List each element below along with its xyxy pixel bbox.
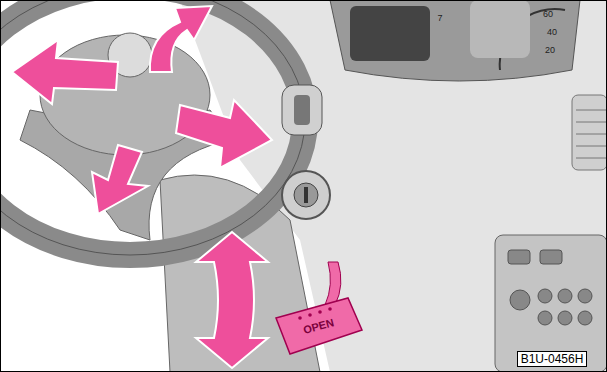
key-slit bbox=[304, 187, 308, 203]
gauge-face bbox=[470, 0, 530, 58]
key-slot bbox=[294, 183, 318, 207]
arrow-right-down bbox=[176, 100, 272, 168]
lever-handle bbox=[325, 262, 341, 305]
gauge-number: 7 bbox=[437, 14, 442, 23]
steering-wheel-rim bbox=[0, 0, 305, 255]
arrow-down bbox=[92, 145, 148, 214]
gauge-number: 40 bbox=[547, 28, 557, 37]
gauge-number: 20 bbox=[545, 46, 555, 55]
display-window bbox=[350, 6, 430, 61]
figure-code: B1U-0456H bbox=[517, 351, 588, 367]
radio-buttons bbox=[508, 250, 592, 325]
air-vent bbox=[572, 95, 607, 170]
steering-wheel-edge bbox=[0, 0, 305, 255]
ignition-lock bbox=[282, 171, 330, 219]
gauge-number: 60 bbox=[543, 10, 553, 19]
adjust-arrows bbox=[12, 6, 272, 368]
radio-panel bbox=[495, 235, 607, 372]
stalk-switch bbox=[282, 85, 322, 135]
switch-rocker bbox=[294, 95, 310, 125]
instrument-cluster bbox=[330, 0, 580, 81]
lever-paddle bbox=[276, 298, 362, 354]
arrow-up-curved bbox=[150, 6, 212, 72]
arrow-up-down bbox=[196, 232, 268, 368]
arrow-left bbox=[12, 40, 118, 104]
vent-slats bbox=[576, 110, 607, 158]
